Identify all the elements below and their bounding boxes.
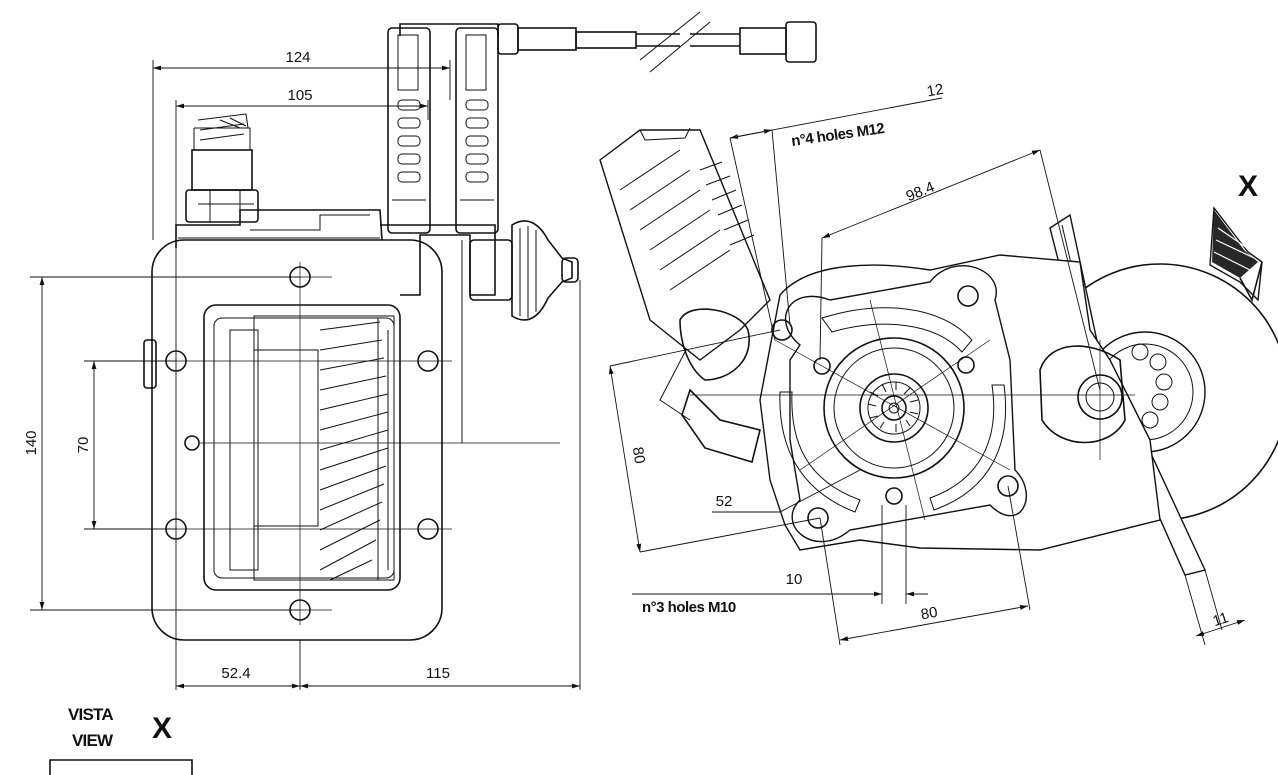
dim-10: 10 [786, 571, 803, 588]
helical-gear [229, 315, 395, 581]
pilot-ring [823, 337, 965, 479]
dim-11: 11 [1211, 609, 1231, 630]
view-label-it: VISTA [68, 705, 113, 724]
pneumatic-cylinder [469, 220, 579, 321]
side-solenoid-group [599, 127, 771, 464]
dim-52-4: 52.4 [221, 665, 250, 682]
note-holes-m10: n°3 holes M10 [642, 599, 736, 616]
dim-140: 140 [23, 430, 40, 455]
sensor-plug [185, 113, 259, 223]
front-window [203, 304, 401, 591]
view-label-letter: X [152, 712, 172, 745]
dim-98-4: 98.4 [904, 178, 937, 205]
dim-12: 12 [926, 81, 945, 101]
spline-hub [859, 373, 929, 443]
cable-connector [399, 11, 817, 73]
front-upper-housing [175, 209, 383, 248]
leader-52 [712, 469, 861, 513]
dim-124: 124 [285, 49, 310, 66]
dim-line-80-bottom [839, 605, 1029, 641]
dim-52: 52 [716, 493, 733, 510]
front-flange-outline [151, 239, 443, 641]
view-label: VISTA VIEW X [49, 705, 193, 775]
dim-105: 105 [287, 87, 312, 104]
solenoid-valves [387, 27, 499, 234]
view-marker: X [1238, 170, 1258, 203]
front-bolt-holes [165, 266, 439, 621]
front-view: 124 105 140 70 52.4 115 [23, 11, 817, 690]
dim-80-bottom: 80 [920, 604, 939, 624]
dim-115: 115 [426, 665, 450, 682]
dim-line-12 [729, 129, 773, 139]
dim-70: 70 [75, 437, 92, 454]
view-label-en: VIEW [72, 731, 114, 750]
dim-line-98-4 [821, 149, 1041, 239]
dim-line-80-side [608, 365, 642, 553]
front-side-boss [143, 339, 157, 389]
side-view: 12 n°4 holes M12 98.4 80 52 10 n°3 holes… [599, 81, 1278, 646]
dim-80-side: 80 [629, 446, 648, 465]
dim-line-11 [1195, 619, 1246, 637]
note-holes-m12: n°4 holes M12 [790, 120, 885, 150]
view-arrow [1209, 206, 1263, 303]
